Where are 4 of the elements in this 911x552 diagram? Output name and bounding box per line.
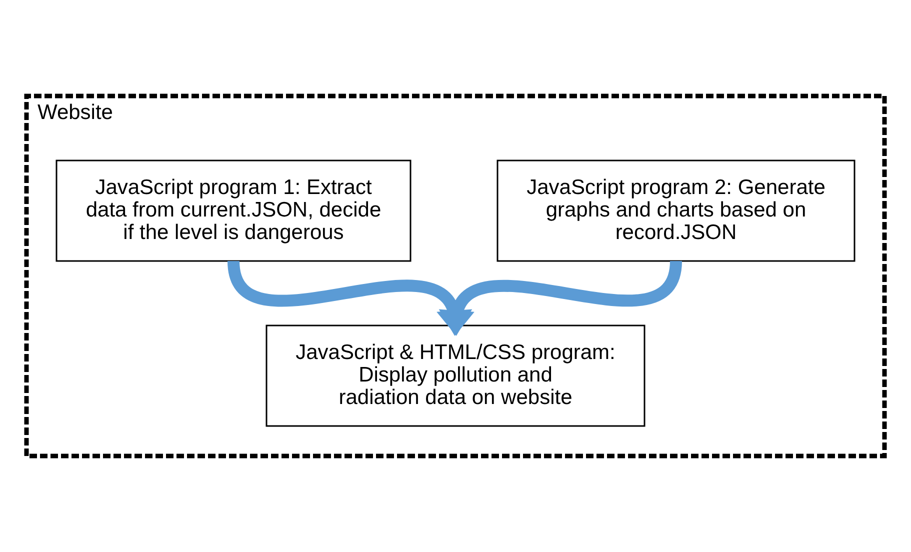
- node-box: JavaScript & HTML/CSS program: Display pollution and radiation data on website: [266, 324, 646, 427]
- arrow: [438, 260, 682, 336]
- node-box: JavaScript program 1: Extract data from current.JSON, decide if the level is dangerous: [56, 160, 412, 262]
- node-box: JavaScript program 2: Generate graphs and charts based on record.JSON: [496, 160, 856, 262]
